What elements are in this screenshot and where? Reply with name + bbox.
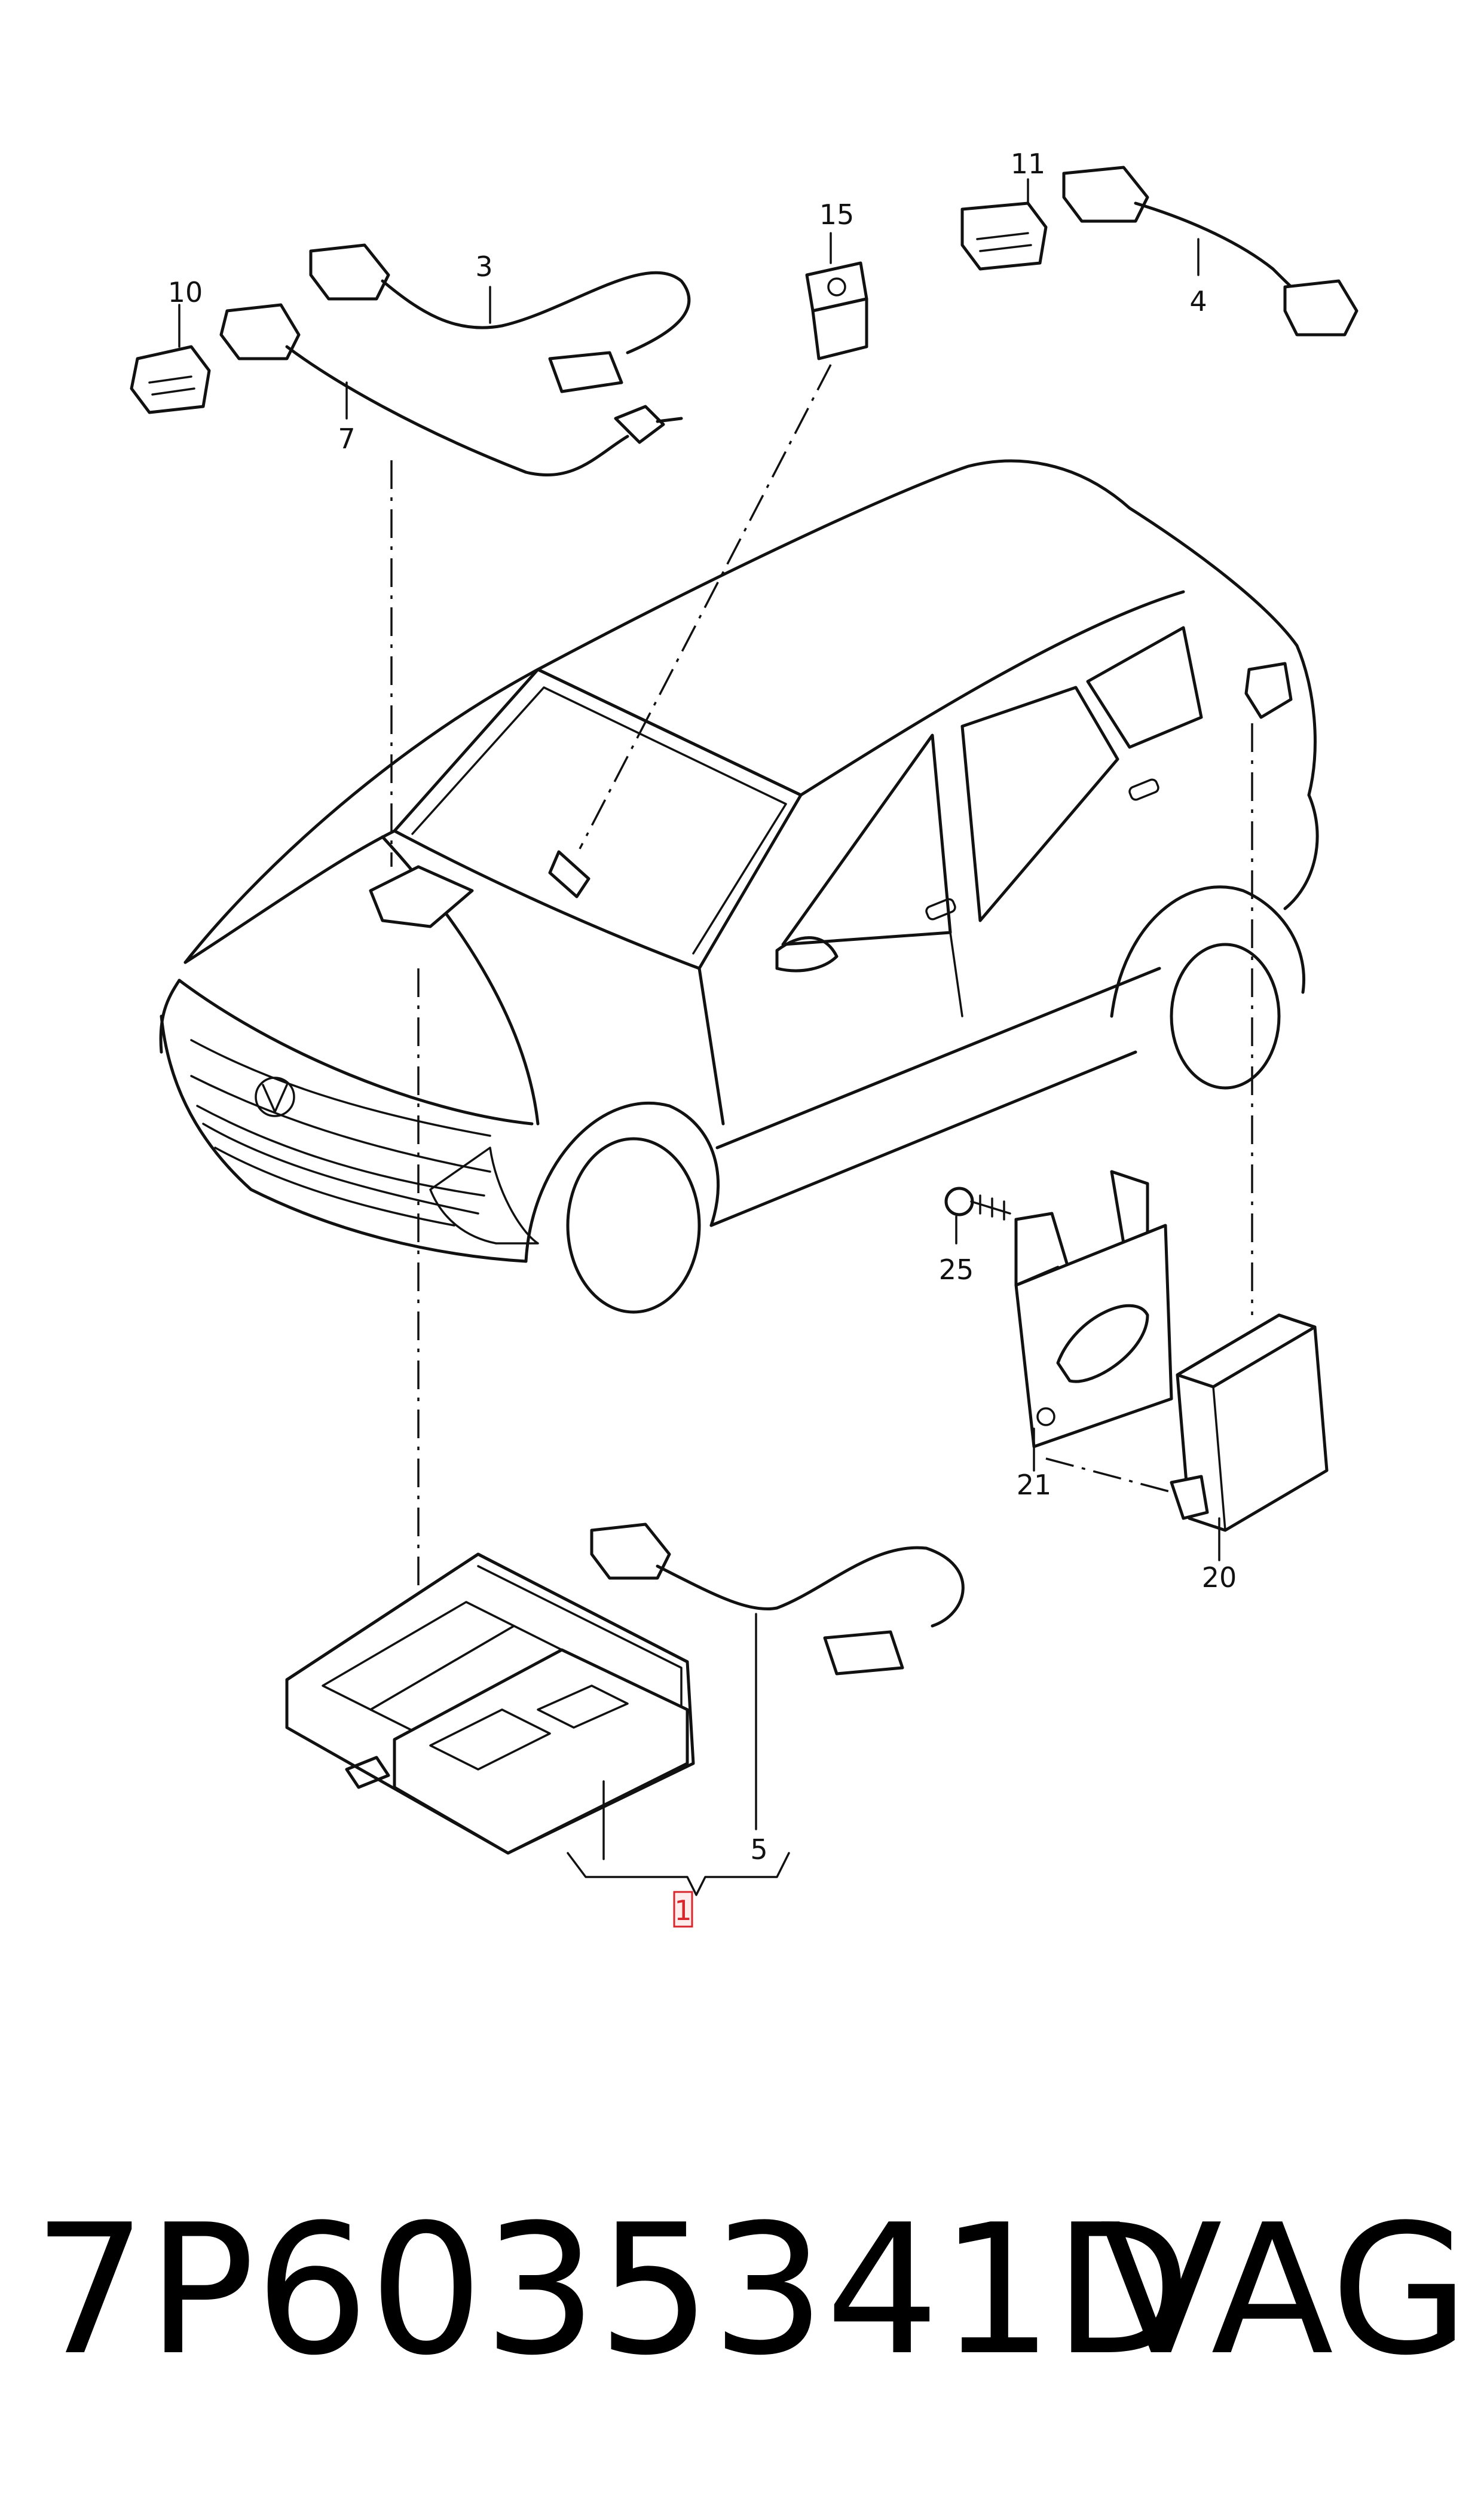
callout-21: 21 [1017,1469,1052,1501]
part-1-bracket [567,1852,790,1896]
part-25-screw [944,1187,1011,1245]
part-3-cable [309,243,691,393]
callout-7: 7 [338,423,355,455]
callout-1: 1 [674,1894,691,1927]
vehicle-outline [159,459,1319,1314]
part-7-cable [219,303,683,476]
callout-labels: 10 7 3 15 11 4 25 21 20 5 1 [168,148,1237,1928]
leader-lines [390,364,1253,1614]
part-15-socket [805,232,868,360]
callout-15: 15 [819,198,855,231]
callout-4: 4 [1189,285,1207,317]
part-number-caption: 7P6035341D [33,2186,1192,2395]
part-10-connector [130,304,211,414]
part-11-connector [960,178,1048,271]
part-4-cable [1062,166,1358,337]
callout-10: 10 [168,276,203,308]
callout-3: 3 [475,250,492,283]
callout-5: 5 [750,1833,767,1866]
part-21-bracket [1014,1170,1173,1472]
part-1-module [285,1552,695,1860]
brand-caption: VAG [1100,2186,1469,2395]
callout-1-highlight [673,1891,693,1928]
callout-20: 20 [1202,1561,1237,1594]
part-20-control-unit [1170,1313,1329,1561]
callout-11: 11 [1011,148,1046,180]
callout-25: 25 [939,1254,974,1286]
part-5-cable [590,1523,965,1830]
